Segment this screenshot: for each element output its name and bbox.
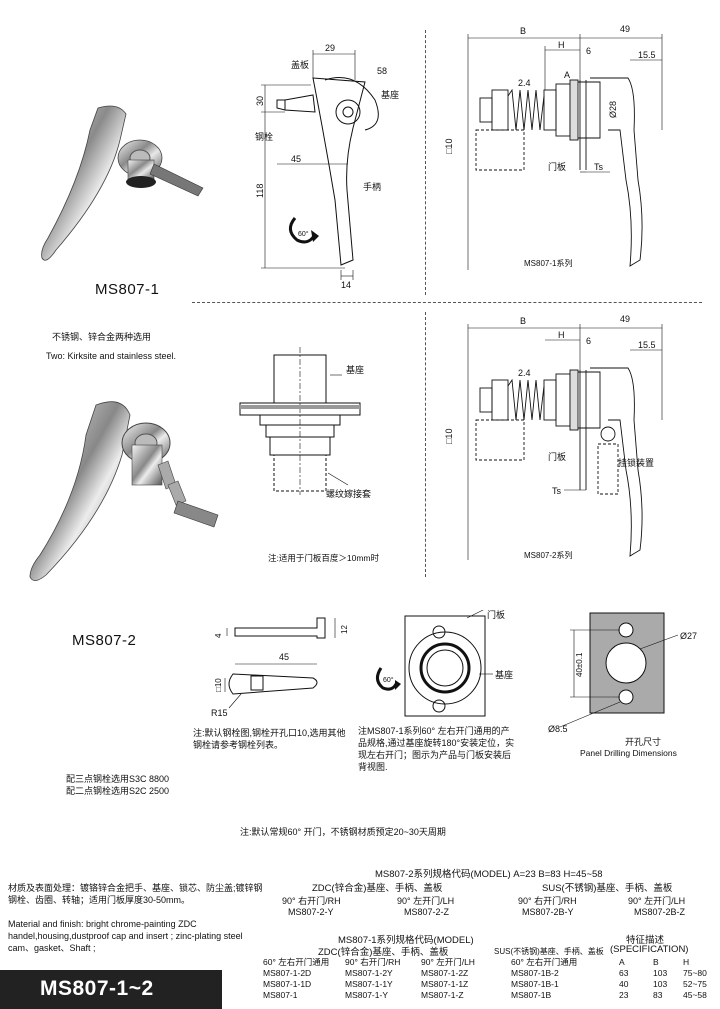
bolt-drawing: 4 12 45 □10 R15 [211,617,349,718]
global-note: 注:默认常规60° 开门，不锈钢材质预定20~30天周期 [240,827,446,837]
svg-text:2.4: 2.4 [518,368,531,378]
side1-caption: MS807-1系列 [524,258,572,268]
table-row: MS807-1 MS807-1-Y MS807-1-Z MS807-1B 23 … [263,990,707,1000]
base-assembly-view: 基座 螺纹嫁接套 [239,347,371,499]
footer-band [0,970,222,1009]
back-view: 门板 基座 60° [376,610,513,717]
footer-title: MS807-1~2 [40,977,154,1000]
materials-cn: 不锈钢、锌合金两种选用 [52,332,152,342]
dim-14: 14 [341,280,351,290]
svg-text:45: 45 [279,652,289,662]
label-base: 基座 [381,89,399,100]
drill-title-en: Panel Drilling Dimensions [580,748,677,758]
svg-text:Ø27: Ø27 [680,631,697,641]
svg-text:□10: □10 [214,678,223,692]
table-row: MS807-1-1D MS807-1-1Y MS807-1-1Z MS807-1… [263,979,707,989]
svg-text:15.5: 15.5 [638,50,656,60]
materials-en: Two: Kirksite and stainless steel. [46,351,177,361]
ms2-sus-header: SUS(不锈钢)基座、手柄、盖板 [542,883,673,894]
svg-text:Ts: Ts [594,162,604,172]
bolt-option-2: 配二点钢栓选用S2C 2500 [66,786,170,796]
svg-text:H: H [558,40,565,50]
ms2-head-1: 90° 右开门/RH [282,896,341,906]
svg-text:40±0.1: 40±0.1 [575,652,584,677]
svg-text:12: 12 [340,625,349,634]
ms2-head-4: 90° 左开门/LH [628,896,686,906]
model-label-ms807-2: MS807-2 [72,632,137,649]
fig2-note: 注:适用于门板百度＞10mm时 [268,553,379,563]
label-bolt: 钢栓 [255,131,273,142]
svg-text:2.4: 2.4 [518,78,531,88]
ms1-table: 60° 左右开门通用 90° 右开门/RH 90° 左开门/LH 60° 左右开… [263,957,718,1001]
svg-text:基座: 基座 [495,669,513,680]
ms2-table-title: MS807-2系列规格代码(MODEL) A=23 B=83 H=45~58 [375,869,603,880]
ms2-head-2: 90° 左开门/LH [397,896,455,906]
dim-29: 29 [325,43,335,53]
svg-text:□10: □10 [444,429,454,444]
svg-text:门板: 门板 [548,161,566,172]
side-view-ms807-1: B 49 H 6 15.5 A 2.4 Ø28 □10 门板 Ts MS807-… [444,24,663,270]
side-view-ms807-2: B 49 H 6 15.5 2.4 □10 门板 Ts 挂锁装置 MS807-2… [444,314,663,560]
svg-text:60°: 60° [383,676,394,684]
svg-text:49: 49 [620,314,630,324]
svg-text:Ø28: Ø28 [608,101,618,118]
dim-30: 30 [255,96,265,106]
side2-caption: MS807-2系列 [524,550,572,560]
dim-45: 45 [291,154,301,164]
bolt-note: 注:默认钢栓图,钢栓开孔口10,选用其他钢栓请参考钢栓列表。 [193,728,346,750]
label-cover: 盖板 [291,59,309,70]
svg-text:Ø8.5: Ø8.5 [548,724,568,734]
ms1-table-header: 60° 左右开门通用 90° 右开门/RH 90° 左开门/LH 60° 左右开… [263,957,690,967]
dim-118: 118 [255,184,265,198]
svg-text:基座: 基座 [346,364,364,375]
svg-text:门板: 门板 [548,451,566,462]
svg-text:A: A [564,70,570,80]
ms2-model-4: MS807-2B-Z [634,907,686,917]
ms1-zdc-header: ZDC(锌合金)基座、手柄、盖板 [318,947,449,958]
drilling-diagram: Ø27 40±0.1 Ø8.5 [548,612,697,734]
label-handle: 手柄 [363,181,381,192]
svg-text:6: 6 [586,336,591,346]
ms1-spec-header: 特征描述 [626,935,665,946]
svg-text:H: H [558,330,565,340]
svg-text:□10: □10 [444,139,454,154]
ms2-model-3: MS807-2B-Y [522,907,574,917]
svg-text:6: 6 [586,46,591,56]
dim-58: 58 [377,66,387,76]
material-desc-en: Material and finish: bright chrome-paint… [8,919,243,953]
svg-text:B: B [520,26,526,36]
front-view-ms807-1: 29 58 30 45 118 14 盖板 钢栓 基座 手柄 60° [255,43,399,290]
svg-text:挂锁装置: 挂锁装置 [618,457,654,468]
svg-text:门板: 门板 [487,610,505,620]
svg-text:49: 49 [620,24,630,34]
ms2-model-1: MS807-2-Y [288,907,334,917]
ms2-head-3: 90° 右开门/RH [518,896,577,906]
rotation-label: 60° [298,230,309,238]
svg-text:B: B [520,316,526,326]
ms1-spec-en: (SPECIFICATION) [610,944,689,955]
svg-text:R15: R15 [211,708,228,718]
product-photo-ms807-1 [41,105,204,261]
svg-text:螺纹嫁接套: 螺纹嫁接套 [326,488,371,499]
svg-text:Ts: Ts [552,486,562,496]
bolt-option-1: 配三点钢栓选用S3C 8800 [66,774,170,784]
table-row: MS807-1-2D MS807-1-2Y MS807-1-2Z MS807-1… [263,968,707,978]
ms2-zdc-header: ZDC(锌合金)基座、手柄、盖板 [312,883,443,894]
ms1-table-title: MS807-1系列规格代码(MODEL) [338,935,474,946]
svg-text:15.5: 15.5 [638,340,656,350]
ms1-sus-header: SUS(不锈钢)基座、手柄、盖板 [494,947,604,956]
model-label-ms807-1: MS807-1 [95,281,160,298]
ms2-model-2: MS807-2-Z [404,907,450,917]
svg-text:4: 4 [214,633,223,638]
drill-title-cn: 开孔尺寸 [625,737,662,747]
product-photo-ms807-2 [29,401,219,581]
back-view-note: 注MS807-1系列60° 左右开门通用的产品规格,通过基座旋转180°安装定位… [358,726,515,772]
material-desc-cn: 材质及表面处理：镀铬锌合金把手、基座、锁芯、防尘盖;镀锌钢钢栓、齿圈、转轴；适用… [8,883,263,905]
